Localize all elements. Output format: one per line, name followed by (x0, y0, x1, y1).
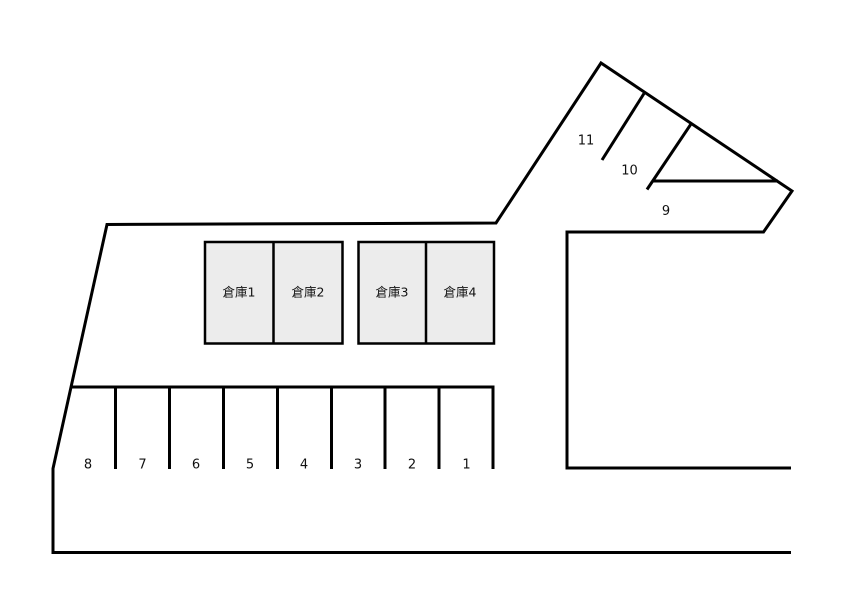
parking-space-label-10: 10 (621, 164, 638, 179)
parking-space-label-5: 5 (246, 458, 254, 473)
parking-divider-space-10 (645, 123, 693, 191)
parking-space-label-6: 6 (192, 458, 200, 473)
parking-space-label-7: 7 (138, 458, 146, 473)
parking-space-label-3: 3 (354, 458, 362, 473)
site-boundary-outline (51, 60, 795, 554)
parking-space-label-11: 11 (578, 134, 595, 149)
parking-space-label-1: 1 (462, 458, 470, 473)
parking-divider-space-11 (600, 92, 646, 161)
warehouse-1-label: 倉庫1 (223, 285, 256, 300)
parking-space-label-2: 2 (408, 458, 416, 473)
parking-space-label-4: 4 (300, 458, 308, 473)
warehouse-4-label: 倉庫4 (444, 285, 477, 300)
warehouse-2-label: 倉庫2 (292, 285, 325, 300)
parking-space-label-9: 9 (662, 204, 670, 219)
warehouse-3-label: 倉庫3 (376, 285, 409, 300)
parking-space-label-8: 8 (84, 458, 92, 473)
